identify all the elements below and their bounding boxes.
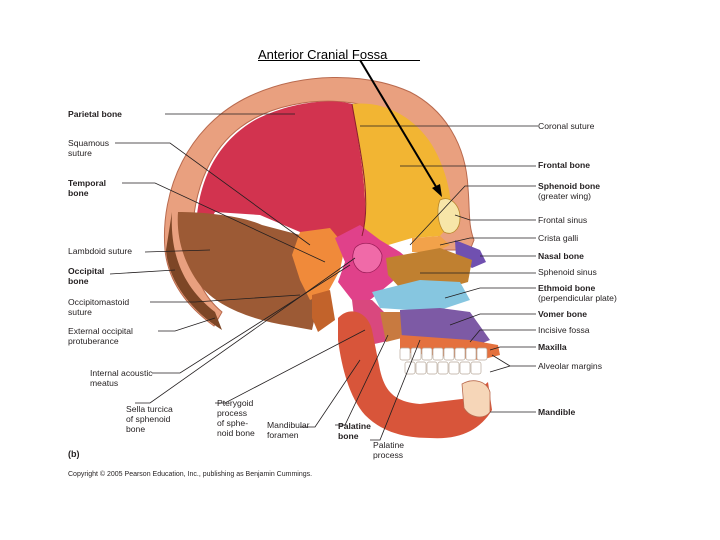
label-alveolar-margins: Alveolar margins: [538, 361, 602, 371]
copyright-text: Copyright © 2005 Pearson Education, Inc.…: [68, 470, 312, 478]
label-occipitomastoid-suture: Occipitomastoid suture: [68, 297, 132, 317]
label-sphenoid-sinus: Sphenoid sinus: [538, 267, 597, 277]
label-squamous-suture: Squamous suture: [68, 138, 111, 158]
label-internal-acoustic-meatus: Internal acoustic meatus: [90, 368, 155, 388]
label-nasal-bone: Nasal bone: [538, 251, 584, 261]
label-vomer-bone: Vomer bone: [538, 309, 587, 319]
sella-turcica-shape: [353, 243, 382, 272]
label-mandible: Mandible: [538, 407, 575, 417]
label-palatine-bone: Palatine bone: [338, 421, 373, 441]
label-frontal-sinus: Frontal sinus: [538, 215, 587, 225]
label-incisive-fossa: Incisive fossa: [538, 325, 590, 335]
panel-label: (b): [68, 449, 80, 459]
label-sella-turcica: Sella turcica of sphenoid bone: [126, 404, 175, 434]
label-maxilla: Maxilla: [538, 342, 567, 352]
mastoid-shape: [312, 290, 335, 332]
mandible-cut: [462, 381, 490, 417]
label-temporal-bone: Temporal bone: [68, 178, 108, 198]
label-ethmoid-bone: Ethmoid bone (perpendicular plate): [538, 283, 617, 303]
label-mandibular-foramen: Mandibular foramen: [267, 420, 312, 440]
label-coronal-suture: Coronal suture: [538, 121, 595, 131]
lower-teeth: [405, 362, 481, 374]
label-parietal-bone: Parietal bone: [68, 109, 122, 119]
label-pterygoid-process: Pterygoid process of sphe- noid bone: [217, 398, 256, 438]
label-sphenoid-bone: Sphenoid bone (greater wing): [538, 181, 602, 201]
label-palatine-process: Palatine process: [373, 440, 406, 460]
label-frontal-bone: Frontal bone: [538, 160, 590, 170]
label-crista-galli: Crista galli: [538, 233, 578, 243]
label-lambdoid-suture: Lambdoid suture: [68, 246, 132, 256]
label-external-occipital-protuberance: External occipital protuberance: [68, 326, 135, 346]
label-occipital-bone: Occipital bone: [68, 266, 107, 286]
